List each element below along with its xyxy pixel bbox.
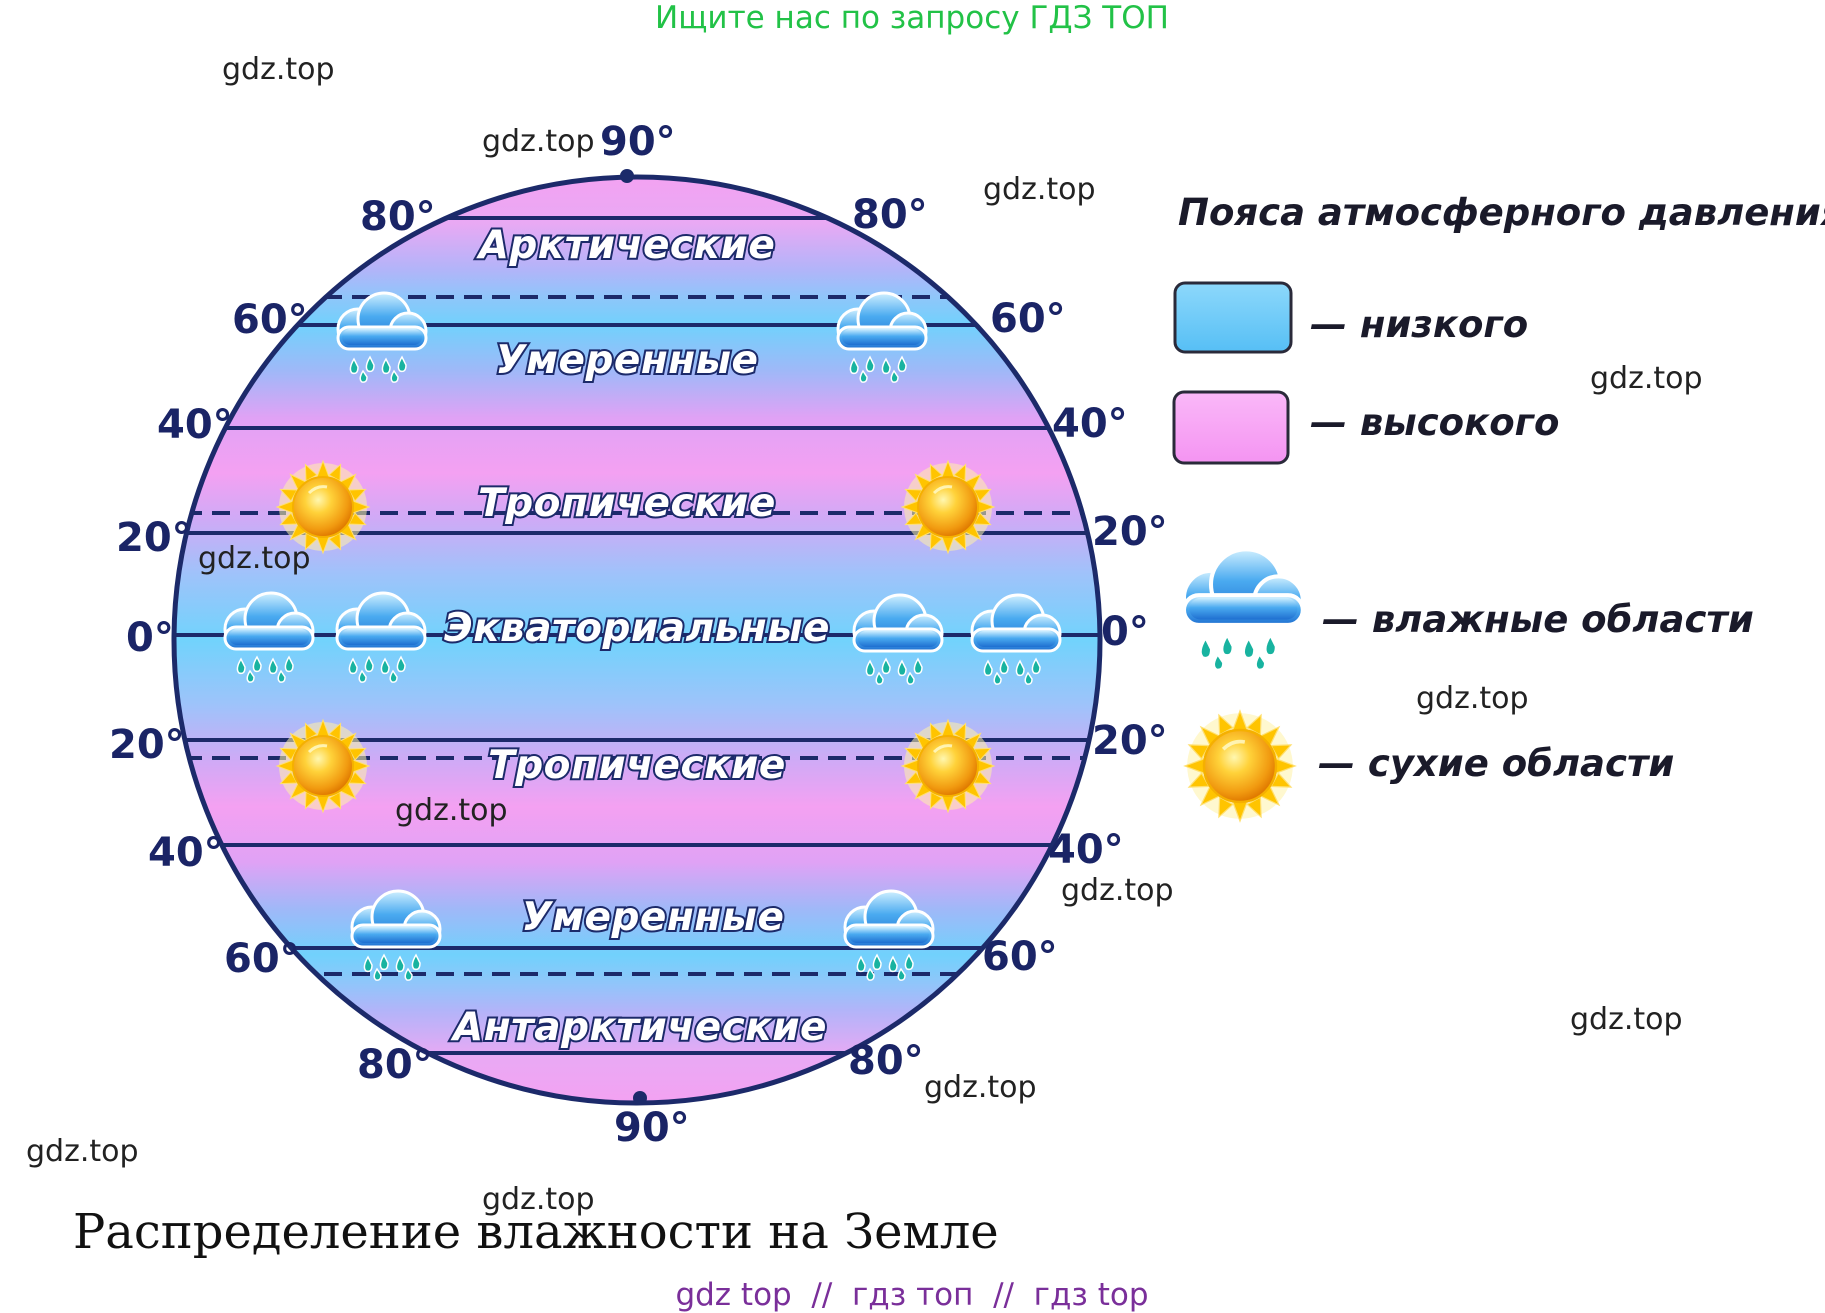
label-60-north-right: 60° bbox=[990, 296, 1066, 342]
belt-temperate-south: Умеренные bbox=[522, 895, 785, 940]
label-60-north-left: 60° bbox=[232, 297, 308, 343]
label-20-north-left: 20° bbox=[116, 515, 192, 561]
globe-fill bbox=[174, 177, 1100, 1103]
watermark: gdz.top bbox=[198, 541, 311, 576]
label-90-north: 90° bbox=[600, 119, 676, 165]
belt-equatorial: Экваториальные bbox=[444, 606, 830, 651]
label-20-south-right: 20° bbox=[1092, 718, 1168, 764]
label-90-south: 90° bbox=[614, 1105, 690, 1151]
watermark: gdz.top bbox=[26, 1134, 139, 1169]
label-0-left: 0° bbox=[126, 615, 174, 661]
belt-arctic: Арктические bbox=[476, 223, 776, 268]
watermark: gdz.top bbox=[222, 52, 335, 87]
legend: Пояса атмосферного давления — низкого — … bbox=[1172, 191, 1825, 824]
watermark: gdz.top bbox=[1416, 681, 1529, 716]
sun-icon bbox=[275, 718, 371, 814]
belt-antarctic: Антарктические bbox=[450, 1005, 827, 1050]
label-80-south-left: 80° bbox=[357, 1042, 433, 1088]
sun-icon bbox=[275, 459, 371, 555]
legend-dry-label: — сухие области bbox=[1318, 742, 1674, 785]
belt-temperate-north: Умеренные bbox=[496, 338, 759, 383]
label-0-right: 0° bbox=[1101, 609, 1149, 655]
legend-low-swatch bbox=[1173, 281, 1293, 354]
watermark: gdz.top bbox=[395, 793, 508, 828]
watermark: gdz.top bbox=[482, 1182, 595, 1217]
watermark: gdz.top bbox=[924, 1070, 1037, 1105]
label-60-south-left: 60° bbox=[224, 936, 300, 982]
label-20-north-right: 20° bbox=[1092, 509, 1168, 555]
watermark: gdz.top bbox=[983, 172, 1096, 207]
label-40-north-right: 40° bbox=[1052, 401, 1128, 447]
belt-tropical-north: Тропические bbox=[478, 481, 776, 526]
label-80-north-right: 80° bbox=[852, 192, 928, 238]
watermark: gdz.top bbox=[482, 124, 595, 159]
label-80-north-left: 80° bbox=[360, 194, 436, 240]
bottom-banner: gdz top // гдз топ // гдз top bbox=[675, 1277, 1148, 1313]
top-banner: Ищите нас по запросу ГДЗ ТОП bbox=[655, 0, 1169, 36]
label-40-south-left: 40° bbox=[148, 830, 224, 876]
legend-low-label: — низкого bbox=[1310, 303, 1528, 346]
watermark: gdz.top bbox=[1570, 1002, 1683, 1037]
north-pole-dot bbox=[620, 169, 634, 183]
belt-tropical-south: Тропические bbox=[488, 743, 786, 788]
legend-high-label: — высокого bbox=[1310, 401, 1559, 444]
south-pole-dot bbox=[633, 1091, 647, 1105]
watermark: gdz.top bbox=[1061, 873, 1174, 908]
legend-title: Пояса атмосферного давления bbox=[1178, 191, 1825, 234]
label-60-south-right: 60° bbox=[982, 934, 1058, 980]
legend-high-swatch bbox=[1172, 390, 1290, 465]
watermark: gdz.top bbox=[1590, 361, 1703, 396]
label-20-south-left: 20° bbox=[109, 722, 185, 768]
label-40-south-right: 40° bbox=[1048, 827, 1124, 873]
legend-sun-icon bbox=[1183, 708, 1297, 824]
caption: Распределение влажности на Земле bbox=[73, 1204, 999, 1260]
label-80-south-right: 80° bbox=[848, 1038, 924, 1084]
legend-rain-cloud-icon bbox=[1184, 549, 1303, 669]
legend-humid-label: — влажные области bbox=[1322, 598, 1754, 641]
sun-icon bbox=[900, 459, 996, 555]
sun-icon bbox=[900, 718, 996, 814]
label-40-north-left: 40° bbox=[157, 402, 233, 448]
